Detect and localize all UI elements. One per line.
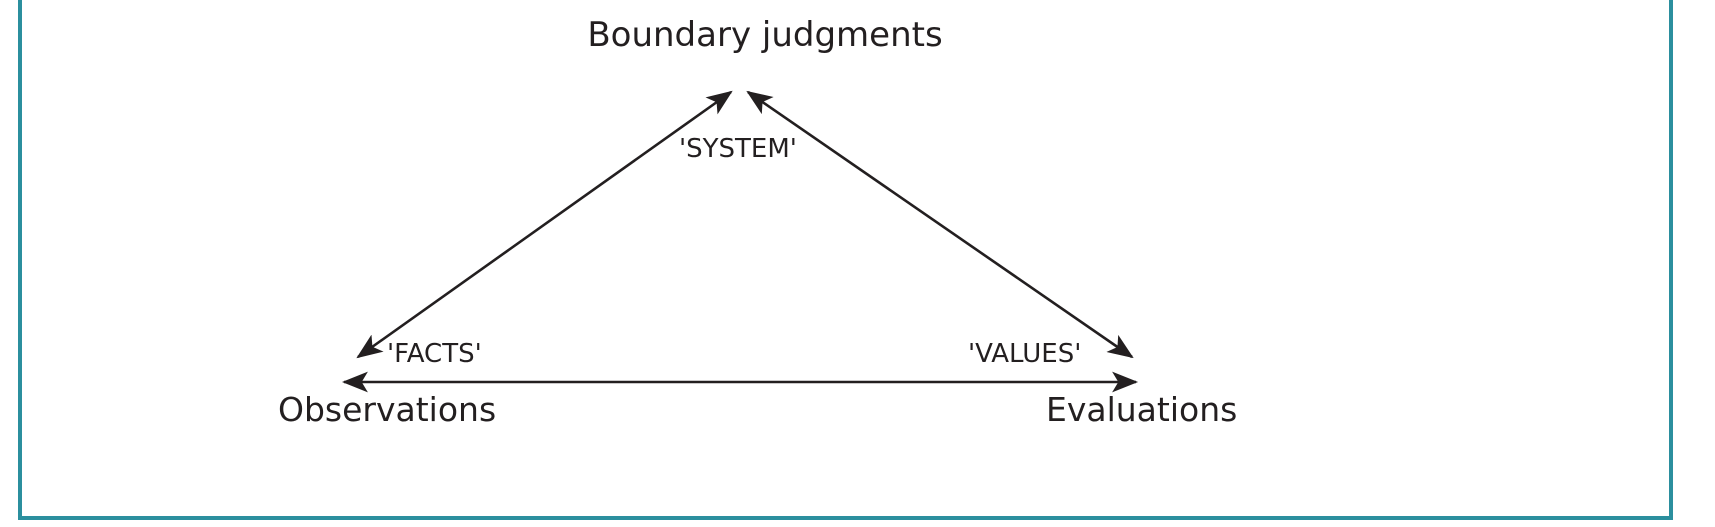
edge-label-values: 'VALUES' [968,339,1082,369]
vertex-label-evaluations: Evaluations [1046,390,1238,429]
left-edge-arrow [356,90,733,359]
edge-label-facts: 'FACTS' [387,339,482,369]
right-edge-arrow [746,90,1134,359]
edge-label-system: 'SYSTEM' [679,134,797,164]
apex-label-boundary-judgments: Boundary judgments [587,15,943,55]
vertex-label-observations: Observations [278,390,497,429]
